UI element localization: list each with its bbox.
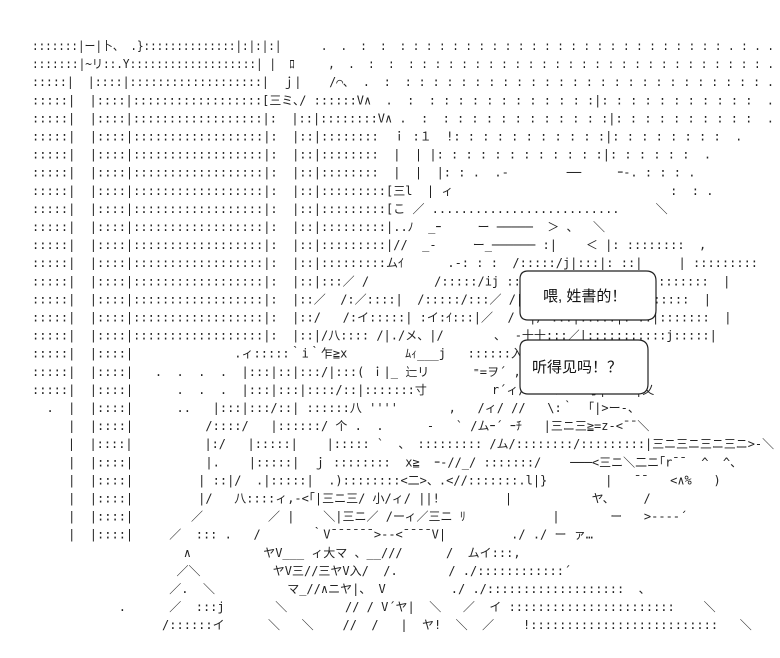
speech-bubble-1: 喂, 姓書的！ bbox=[519, 270, 657, 321]
ascii-art-line: :::::| |::::|::::::::::::::::::|: |::|::… bbox=[32, 220, 605, 234]
speech-bubble-2-text: 听得见吗！？ bbox=[532, 359, 622, 376]
speech-bubble-2-outline bbox=[519, 339, 649, 395]
ascii-art-line: :::::| |::::|::::::::::::::::::|: |::|::… bbox=[32, 238, 706, 252]
ascii-art-line: :::::| |::::|::::::::::::::::::|: |::|::… bbox=[32, 148, 711, 162]
ascii-art-line: | |::::| | ::|/ .|:::::| .)::::::::<二>、.… bbox=[32, 473, 721, 487]
speech-bubble-1-outline bbox=[519, 270, 657, 321]
ascii-art-line: :::::::|ー|卜、 .}::::::::::::::|:|:|:| . .… bbox=[32, 39, 774, 53]
ascii-art-line: :::::| |::::|::::::::::::::::::|: |::|::… bbox=[32, 166, 695, 180]
ascii-art-line: :::::::|~リ::.Y:::::::::::::::::::| | ﾛ ,… bbox=[32, 57, 774, 71]
ascii-art-line: ／＼ ヤV三//三ヤV入/ /. / ./::::::::::::´ bbox=[32, 564, 571, 578]
ascii-art-line: | |::::| |. |:::::| ｊ :::::::: x≧ ｰ-//_/… bbox=[32, 455, 742, 469]
ascii-art-line: :::::| |::::|::::::::::::::::::|: |::|::… bbox=[32, 256, 758, 270]
ascii-art-line: | |::::| /::::/ |::::::/ 个 . . ‐ ` /ムｰ´ … bbox=[32, 419, 649, 433]
ascii-art-line: :::::| |::::|::::::::::::::::::|: |::|::… bbox=[32, 130, 742, 144]
ascii-art-line: | |::::| ／ ／ | ＼|三ニ／ /ーィ／三ニ ﾘ | ー >----´ bbox=[32, 510, 687, 524]
ascii-art-line: :::::| |::::| .ィ:::::｀i｀乍≧x ﾑｨ___j :::::… bbox=[32, 345, 574, 361]
ascii-art-line: :::::| |::::|::::::::::::::::::|: |::|::… bbox=[32, 184, 713, 198]
speech-bubble-2: 听得见吗！？ bbox=[519, 339, 649, 395]
ascii-art-line: | |::::| ／ ::: . / ｀V¯¯¯¯¯¯>--<¯¯¯¯V| ./… bbox=[32, 526, 593, 542]
ascii-art-line: /::::::イ ＼ ＼ // / | ヤ! ＼ ／ !::::::::::::… bbox=[32, 618, 752, 632]
ascii-art-line: | |::::| |/ 八::::ィ,-<｢|三ニ三/ 小/ィ/ ||! | ヤ… bbox=[32, 492, 651, 506]
speech-bubble-1-text: 喂, 姓書的！ bbox=[543, 288, 626, 305]
ascii-art-line: ／. ＼ マ_//∧ニヤ|、 V ./ ./::::::::::::::::::… bbox=[32, 582, 651, 596]
ascii-art-line: . ／ :::j ＼ // / V´ヤ| ＼ ／ イ :::::::::::::… bbox=[32, 600, 716, 614]
ascii-art-line: . | |::::| .. |:::|:::/::| ::::::八 '''' … bbox=[32, 399, 640, 415]
ascii-art-line: :::::| |::::| . . . . |:::|::|:::/|:::( … bbox=[32, 363, 603, 379]
ascii-art-line: :::::| |::::|::::::::::::::::::|: |::|::… bbox=[32, 202, 668, 216]
ascii-art-line: | |::::| |:/ |:::::| |::::: ` 、 ::::::::… bbox=[32, 437, 774, 451]
ascii-art-line: :::::| |::::|::::::::::::::::::|: |::|/八… bbox=[32, 329, 717, 343]
ascii-art-line: ∧ ヤV___ ィ大マ 、__/// / ムイ:::, bbox=[32, 546, 521, 560]
ascii-art-lines: :::::::|ー|卜、 .}::::::::::::::|:|:|:| . .… bbox=[32, 39, 774, 632]
ascii-art-line: :::::| |::::|::::::::::::::::::|: |::|::… bbox=[32, 111, 774, 125]
ascii-art-line: :::::| |::::| . . . |:::|:::|::::/::|:::… bbox=[32, 381, 654, 397]
ascii-art-line: :::::| |::::|:::::::::::::::::::| ｊ| /⌒､… bbox=[32, 75, 774, 89]
ascii-art-line: :::::| |::::|::::::::::::::::::[三ミ､/ :::… bbox=[32, 93, 774, 107]
